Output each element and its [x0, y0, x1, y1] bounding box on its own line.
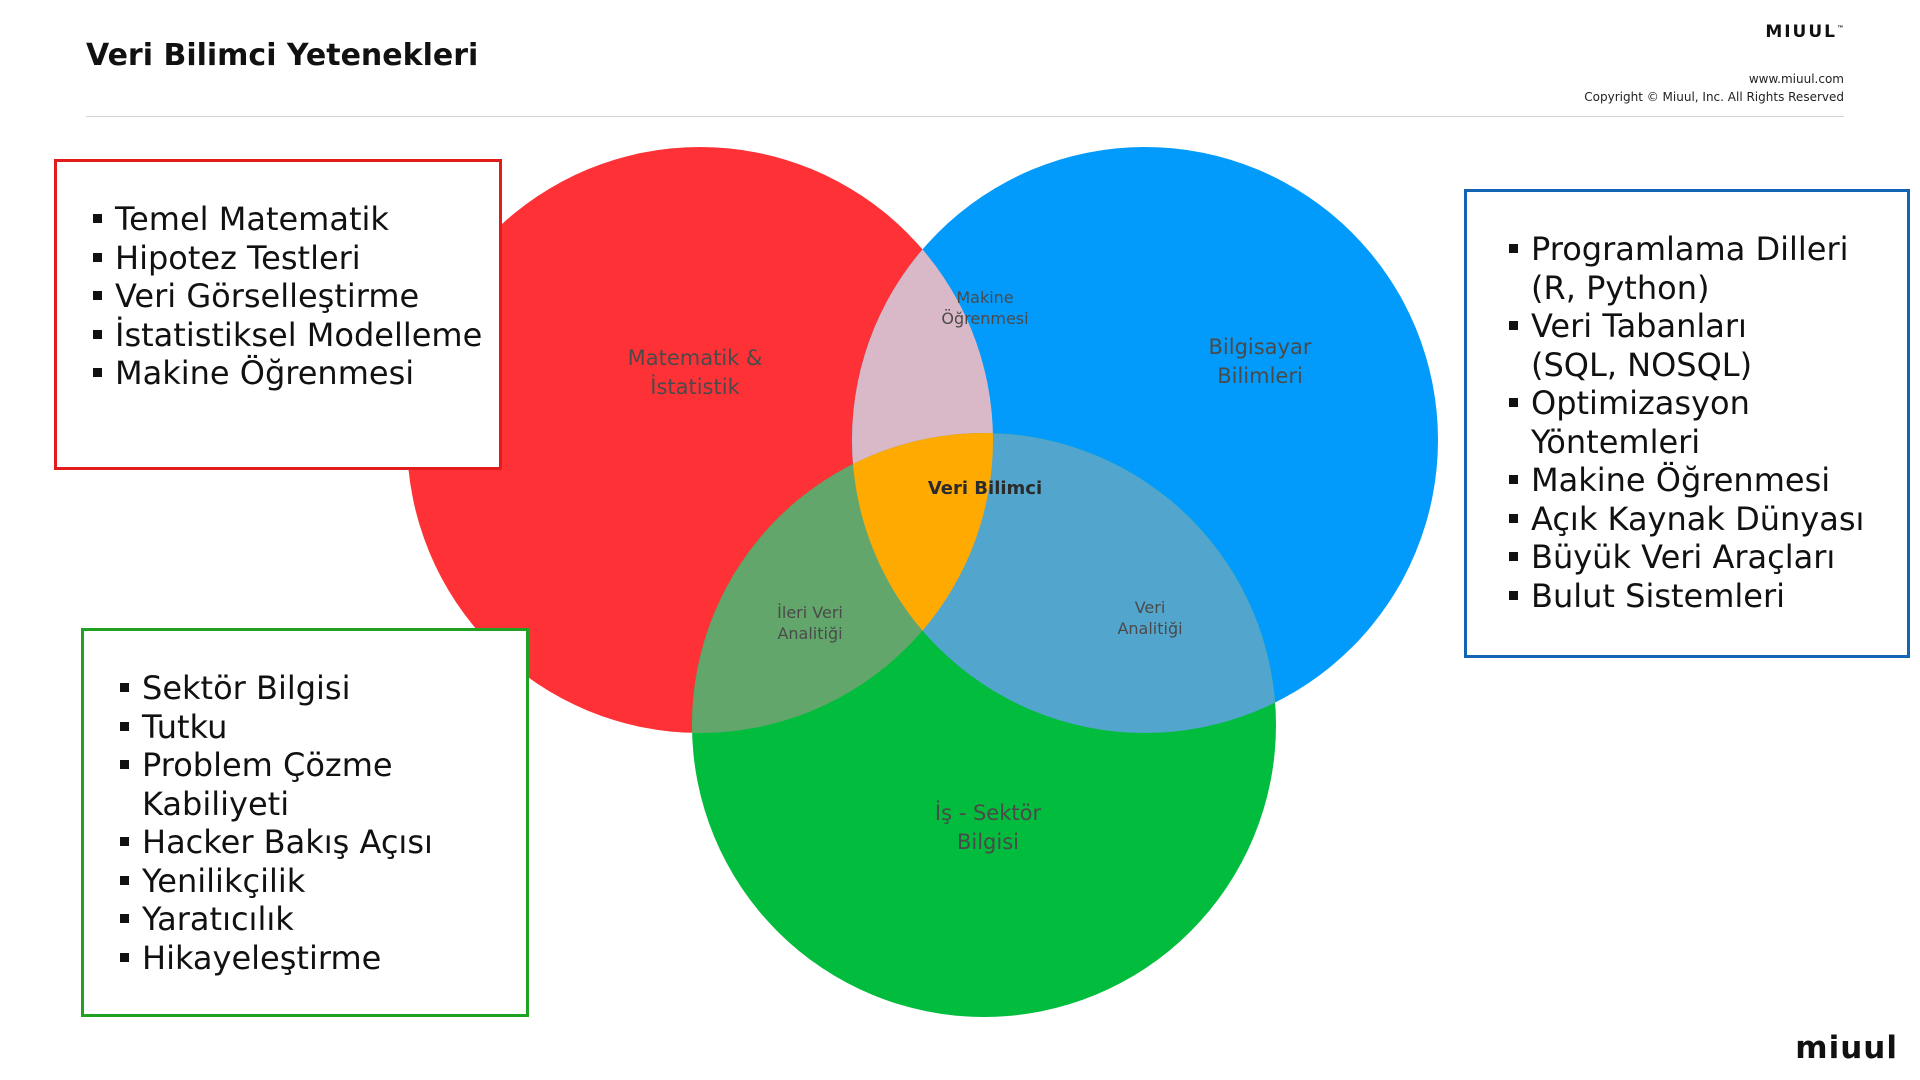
- venn-label-cs-line1: Bilgisayar: [1209, 335, 1312, 359]
- skill-item: Veri Tabanları (SQL, NOSQL): [1509, 307, 1864, 384]
- skill-item: Programlama Dilleri (R, Python): [1509, 230, 1864, 307]
- venn-label-business-line1: İş - Sektör: [935, 800, 1042, 825]
- skill-item: Yenilikçilik: [120, 862, 433, 901]
- skill-item: Optimizasyon Yöntemleri: [1509, 384, 1864, 461]
- venn-label-math-cs-line1: Makine: [956, 288, 1013, 307]
- cs-skills-list: Programlama Dilleri (R, Python)Veri Taba…: [1509, 230, 1864, 615]
- venn-label-math-cs-line2: Öğrenmesi: [941, 309, 1028, 328]
- skill-item: Yaratıcılık: [120, 900, 433, 939]
- copyright-notice: Copyright © Miuul, Inc. All Rights Reser…: [1584, 90, 1844, 104]
- trademark-mark: ™: [1837, 24, 1844, 33]
- skill-item: Açık Kaynak Dünyası: [1509, 500, 1864, 539]
- skill-item: Temel Matematik: [93, 200, 482, 239]
- venn-label-cs-business-line2: Analitiği: [1117, 619, 1182, 638]
- venn-label-math-line2: İstatistik: [650, 374, 740, 399]
- venn-label-math-line1: Matematik &: [628, 346, 763, 370]
- venn-label-business-line2: Bilgisi: [957, 830, 1019, 854]
- skill-item: Tutku: [120, 708, 433, 747]
- header-divider: [86, 116, 1844, 117]
- venn-label-cs-business-line1: Veri: [1135, 598, 1166, 617]
- brand-wordmark: MIUUL™: [1765, 22, 1844, 42]
- skill-item: Makine Öğrenmesi: [93, 354, 482, 393]
- skill-item: Büyük Veri Araçları: [1509, 538, 1864, 577]
- skill-item: Sektör Bilgisi: [120, 669, 433, 708]
- venn-label-math-business-line1: İleri Veri: [777, 603, 843, 622]
- venn-label-cs-line2: Bilimleri: [1217, 364, 1303, 388]
- skill-item: Hipotez Testleri: [93, 239, 482, 278]
- skill-item: Bulut Sistemleri: [1509, 577, 1864, 616]
- brand-name: MIUUL: [1765, 22, 1837, 42]
- skill-item: Hacker Bakış Açısı: [120, 823, 433, 862]
- venn-label-center: Veri Bilimci: [928, 478, 1042, 499]
- skill-item: Problem Çözme Kabiliyeti: [120, 746, 433, 823]
- page-title: Veri Bilimci Yetenekleri: [86, 38, 479, 73]
- cs-skills-box: Programlama Dilleri (R, Python)Veri Taba…: [1464, 189, 1910, 658]
- skill-item: Makine Öğrenmesi: [1509, 461, 1864, 500]
- website-url: www.miuul.com: [1748, 72, 1844, 86]
- skill-item: Veri Görselleştirme: [93, 277, 482, 316]
- venn-label-math-business-line2: Analitiği: [777, 624, 842, 643]
- skill-item: Hikayeleştirme: [120, 939, 433, 978]
- miuul-logo: miuul: [1795, 1030, 1898, 1066]
- skill-item: İstatistiksel Modelleme: [93, 316, 482, 355]
